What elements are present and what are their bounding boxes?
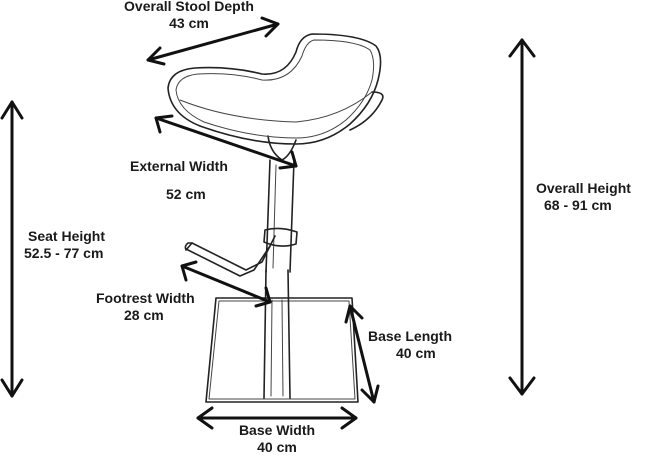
base-length-value: 40 cm [396,345,436,361]
stool-depth-arrow [146,16,280,66]
overall-height-title: Overall Height [536,180,631,196]
column-collar [263,227,298,247]
footrest-width-title: Footrest Width [96,290,195,306]
seat-shell [167,33,382,145]
overall-height-label: Overall Height 68 - 91 cm [536,180,631,214]
stool-depth-label: Overall Stool Depth 43 cm [104,0,274,32]
seat-height-arrow [0,100,24,398]
footrest-width-arrow [180,260,272,308]
base-width-title: Base Width [238,422,316,438]
stool-drawing [167,33,384,403]
external-width-value: 52 cm [166,186,206,202]
base-length-arrow [344,304,380,404]
footrest-width-value: 28 cm [124,307,164,323]
seat-height-label: Seat Height 52.5 - 77 cm [24,228,105,262]
overall-height-value: 68 - 91 cm [544,197,612,213]
base-length-title: Base Length [368,328,453,344]
footrest-width-label: Footrest Width 28 cm [96,290,195,324]
stool-depth-value: 43 cm [169,15,209,31]
base-plate [205,297,359,403]
footrest-bar [191,235,276,271]
seat-height-title: Seat Height [28,228,106,244]
stool-depth-title: Overall Stool Depth [124,0,254,14]
base-width-label: Base Width 40 cm [222,422,332,456]
column-upper [265,159,295,273]
base-width-value: 40 cm [257,439,297,455]
external-width-arrow [154,114,298,170]
external-width-title: External Width [130,158,228,174]
base-length-label: Base Length 40 cm [368,328,452,362]
seat-height-value: 52.5 - 77 cm [24,245,104,261]
base-width-arrow [196,406,358,430]
overall-height-arrow [508,38,536,396]
